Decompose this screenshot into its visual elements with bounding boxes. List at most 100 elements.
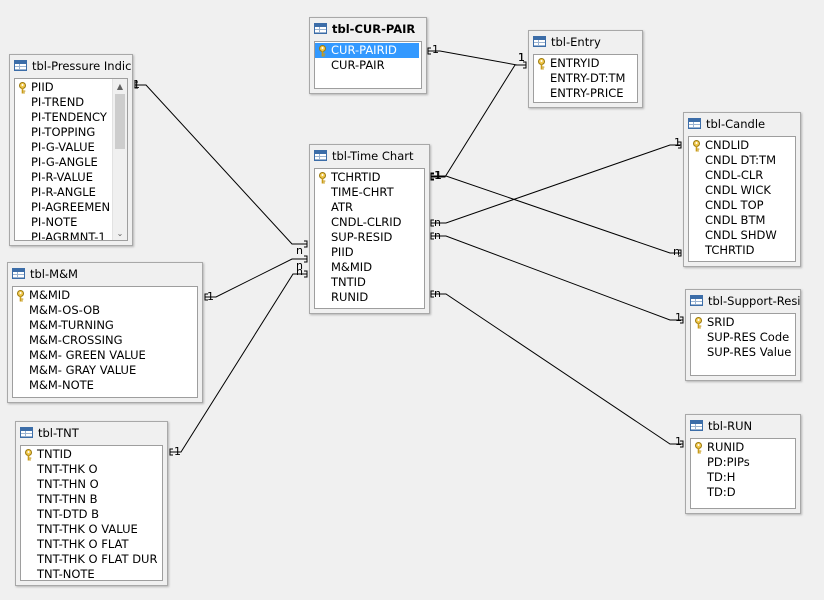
field-row[interactable]: PI-AGREEMEN [15, 200, 113, 215]
field-row[interactable]: TIME-CHRT [315, 185, 424, 200]
field-row[interactable]: SUP-RESID [315, 230, 424, 245]
vertical-scrollbar[interactable]: ▲⌄ [112, 79, 127, 240]
field-row[interactable]: PIID [315, 245, 424, 260]
field-row[interactable]: PI-G-ANGLE [15, 155, 113, 170]
field-row[interactable]: CNDL SHDW [689, 228, 795, 243]
table-title[interactable]: tbl-Candle [684, 113, 800, 135]
field-name: PD:PIPs [707, 455, 750, 469]
field-row[interactable]: PI-R-ANGLE [15, 185, 113, 200]
field-row[interactable]: RUNID [691, 440, 795, 455]
field-row[interactable]: CNDL TOP [689, 198, 795, 213]
field-row[interactable]: SUP-RES Value [691, 345, 795, 360]
relation-line[interactable] [431, 175, 681, 254]
field-row[interactable]: M&M-TURNING [13, 318, 197, 333]
field-row[interactable]: TNT-DTD B [21, 507, 162, 522]
field-row[interactable]: PD:PIPs [691, 455, 795, 470]
field-row[interactable]: TD:H [691, 470, 795, 485]
field-row[interactable]: CUR-PAIRID [315, 43, 419, 58]
scroll-thumb[interactable] [115, 94, 125, 149]
field-row[interactable]: M&MID [315, 260, 424, 275]
field-row[interactable]: PIID [15, 80, 113, 95]
field-row[interactable]: ENTRY-PRICE [534, 86, 637, 101]
field-row[interactable]: TNTID [315, 275, 424, 290]
field-row[interactable]: M&M-CROSSING [13, 333, 197, 348]
field-name: TIME-CHRT [331, 185, 394, 199]
field-row[interactable]: ENTRY-DT:TM [534, 71, 637, 86]
field-row[interactable]: PI-TOPPING [15, 125, 113, 140]
field-row[interactable]: PI-R-VALUE [15, 170, 113, 185]
field-row[interactable]: TNT-THK O FLAT [21, 537, 162, 552]
field-row[interactable]: CNDLID [689, 138, 795, 153]
field-row[interactable]: M&M-OS-OB [13, 303, 197, 318]
field-row[interactable]: PI-G-VALUE [15, 140, 113, 155]
scroll-down-icon[interactable]: ⌄ [116, 228, 124, 238]
table-title[interactable]: tbl-CUR-PAIR [310, 18, 426, 40]
field-row[interactable]: ATR [315, 200, 424, 215]
field-row[interactable]: M&M- GREEN VALUE [13, 348, 197, 363]
table-title[interactable]: tbl-RUN [686, 415, 800, 437]
field-row[interactable]: PI-TREND [15, 95, 113, 110]
field-row[interactable]: CNDL WICK [689, 183, 795, 198]
field-row[interactable]: M&MID [13, 288, 197, 303]
field-row[interactable]: TCHRTID [689, 243, 795, 258]
relation-line[interactable] [431, 64, 526, 178]
field-row[interactable]: TNT-THK O FLAT DUR [21, 552, 162, 567]
field-row[interactable]: TNT-THN O [21, 477, 162, 492]
scroll-up-icon[interactable]: ▲ [116, 81, 124, 91]
field-row[interactable]: TCHRTID [315, 170, 424, 185]
relation-line[interactable] [205, 258, 307, 298]
relation-line[interactable] [170, 273, 307, 453]
field-row[interactable]: SUP-RES Code [691, 330, 795, 345]
field-row[interactable]: CNDL-CLRID [315, 215, 424, 230]
field-row[interactable]: CNDL BTM [689, 213, 795, 228]
field-row[interactable]: ENTRYID [534, 56, 637, 71]
field-row[interactable]: TNTID [21, 447, 162, 462]
table-title[interactable]: tbl-Pressure Indic [10, 55, 132, 77]
field-row[interactable]: PI-TENDENCY [15, 110, 113, 125]
relation-line[interactable] [431, 144, 681, 224]
table-title[interactable]: tbl-Support-Resis [686, 290, 800, 312]
relation-line[interactable] [431, 235, 683, 321]
table-title[interactable]: tbl-Time Chart [310, 145, 429, 167]
field-row[interactable]: CNDL DT:TM [689, 153, 795, 168]
field-row[interactable]: TNT-THK O VALUE [21, 522, 162, 537]
field-row[interactable]: M&M- GRAY VALUE [13, 363, 197, 378]
table-title[interactable]: tbl-TNT [16, 422, 167, 444]
field-row[interactable]: TNT-THK O [21, 462, 162, 477]
relation-line[interactable] [135, 84, 307, 245]
field-row[interactable]: TNT-THN B [21, 492, 162, 507]
field-row[interactable]: TNT-NOTE [21, 567, 162, 580]
relation-line[interactable] [431, 293, 683, 445]
field-row[interactable]: RUNID [315, 290, 424, 305]
table-title[interactable]: tbl-M&M [8, 263, 202, 285]
table-title[interactable]: tbl-Entry [529, 31, 642, 53]
cardinality-label: 1 [174, 445, 181, 458]
field-row[interactable]: PI-NOTE [15, 215, 113, 230]
field-row[interactable]: TD:D [691, 485, 795, 500]
field-row[interactable]: SRID [691, 315, 795, 330]
field-row[interactable]: PI-AGRMNT-1 [15, 230, 113, 240]
relation-line[interactable] [428, 50, 526, 66]
field-row[interactable]: M&M-NOTE [13, 378, 197, 393]
field-row[interactable]: CUR-PAIR [315, 58, 421, 73]
field-row[interactable]: CNDL-CLR [689, 168, 795, 183]
